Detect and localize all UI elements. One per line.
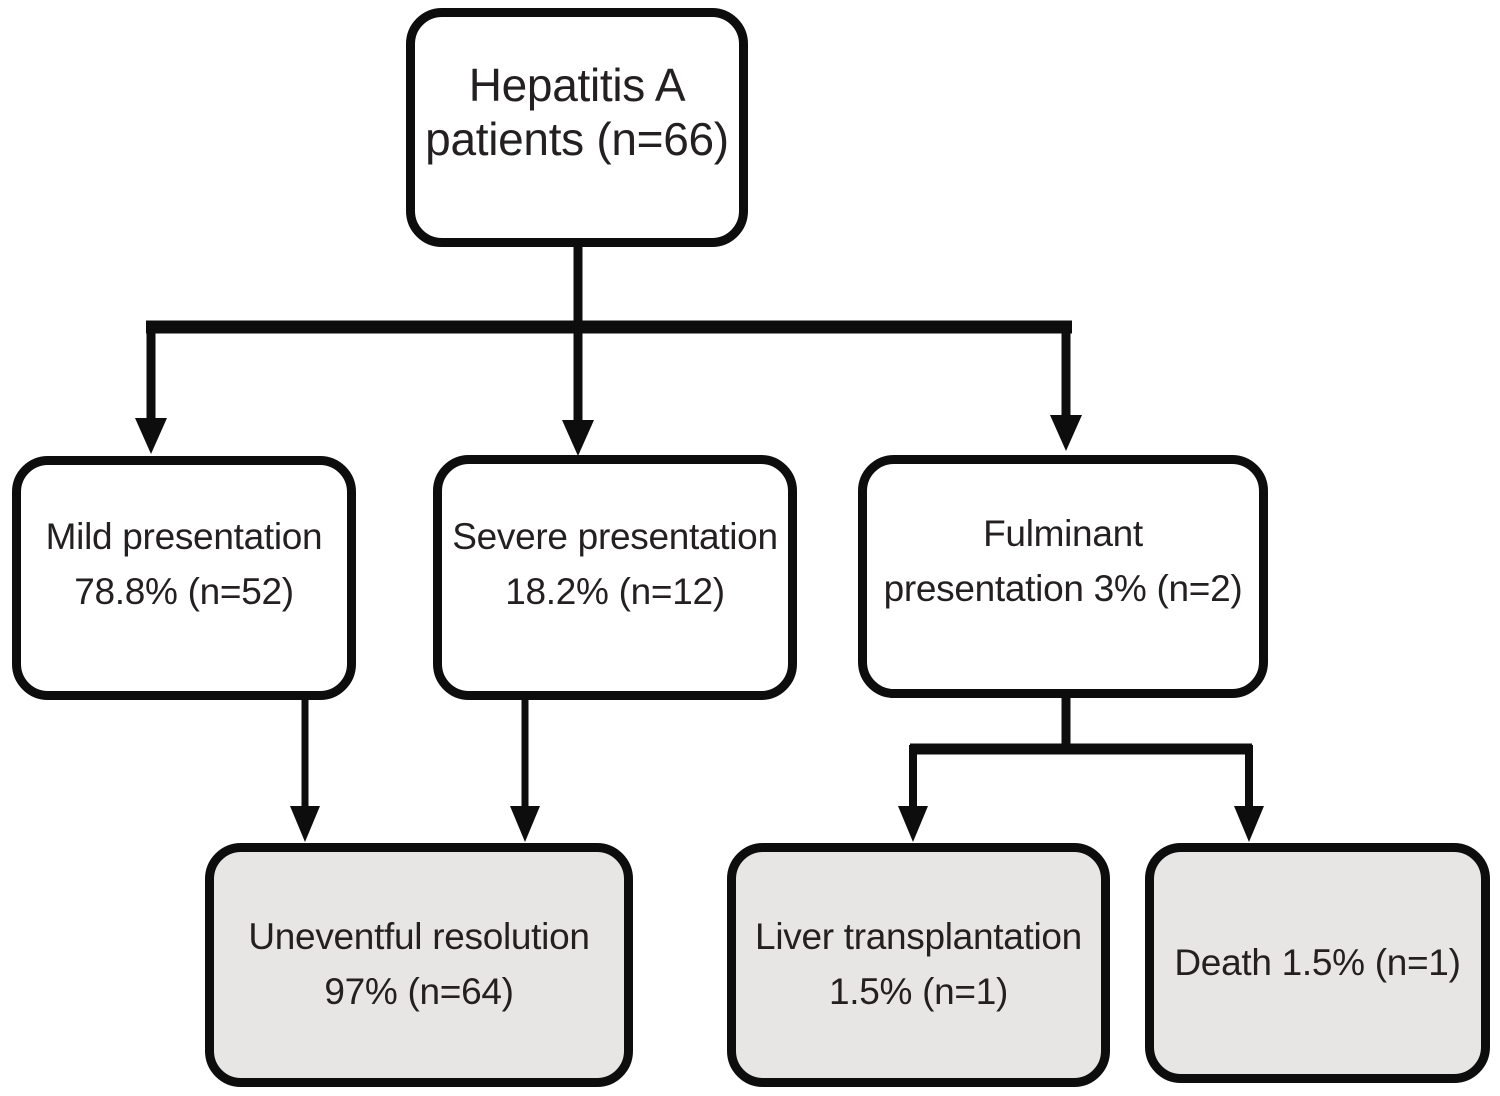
node-fulminant-presentation: Fulminant presentation 3% (n=2) bbox=[858, 455, 1268, 698]
node-label-line2: 1.5% (n=1) bbox=[828, 971, 1009, 1012]
node-label-line1: Death 1.5% (n=1) bbox=[1174, 941, 1461, 983]
arrowhead-to-death bbox=[1234, 806, 1264, 842]
node-label-line2: presentation 3% (n=2) bbox=[883, 567, 1243, 609]
node-label-line1: Hepatitis A bbox=[468, 59, 686, 112]
node-severe-presentation: Severe presentation 18.2% (n=12) bbox=[433, 455, 797, 700]
node-hepatitis-a-patients: Hepatitis A patients (n=66) bbox=[406, 8, 748, 247]
arrowhead-mild-to-resolution bbox=[290, 806, 320, 842]
node-label-line1: Liver transplantation bbox=[755, 916, 1082, 958]
node-label-line2: 78.8% (n=52) bbox=[74, 571, 294, 612]
node-label-line1: Severe presentation bbox=[452, 515, 778, 557]
arrowhead-severe-to-resolution bbox=[510, 806, 540, 842]
node-label-line1: Uneventful resolution bbox=[248, 916, 590, 958]
node-label-line2: 18.2% (n=12) bbox=[505, 570, 725, 612]
node-label-line1: Mild presentation bbox=[45, 516, 323, 558]
node-mild-presentation: Mild presentation 78.8% (n=52) bbox=[12, 456, 356, 700]
node-label-line2: 97% (n=64) bbox=[324, 971, 514, 1012]
arrowhead-to-fulminant bbox=[1050, 415, 1082, 451]
arrowhead-to-severe bbox=[562, 420, 594, 456]
node-liver-transplantation: Liver transplantation 1.5% (n=1) bbox=[727, 843, 1110, 1087]
node-uneventful-resolution: Uneventful resolution 97% (n=64) bbox=[205, 843, 633, 1087]
node-label-line2: patients (n=66) bbox=[425, 112, 729, 165]
node-label-line1: Fulminant bbox=[983, 512, 1143, 554]
arrowhead-to-transplant bbox=[898, 806, 928, 842]
arrowhead-to-mild bbox=[135, 418, 167, 454]
node-death: Death 1.5% (n=1) bbox=[1145, 843, 1490, 1083]
